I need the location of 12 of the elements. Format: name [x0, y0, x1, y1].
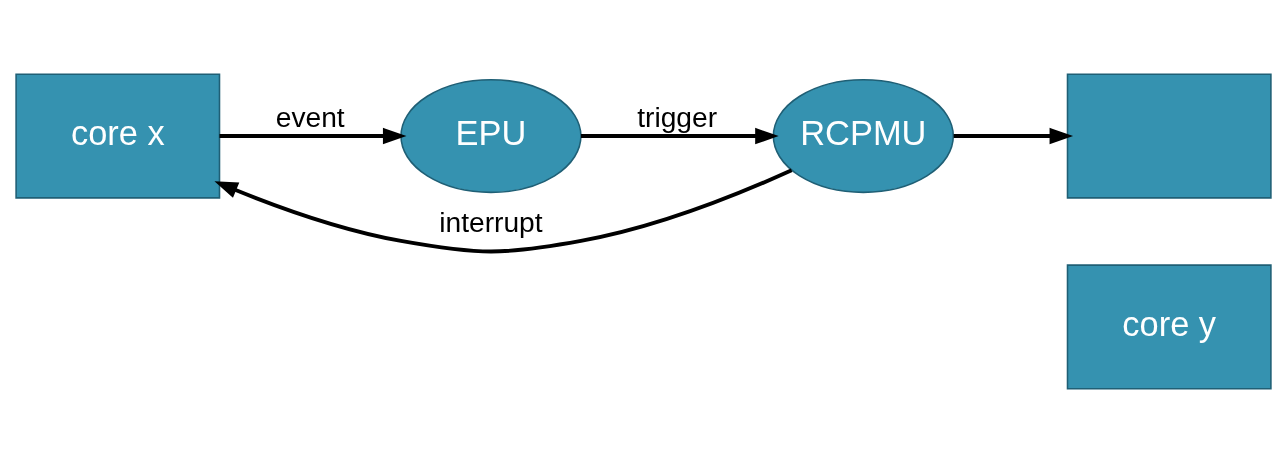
edge-label: interrupt	[439, 206, 543, 238]
arrow	[219, 127, 407, 144]
node-ellipse: EPU	[400, 78, 582, 193]
arrow	[580, 127, 779, 144]
node-box	[1066, 73, 1272, 199]
node-box: core y	[1066, 263, 1272, 389]
node-ellipse: RCPMU	[772, 78, 955, 193]
node-box: core x	[15, 73, 221, 199]
arrow	[953, 127, 1074, 144]
edge-label: trigger	[637, 101, 718, 133]
arrow	[214, 168, 793, 253]
edge-label: event	[275, 101, 345, 133]
